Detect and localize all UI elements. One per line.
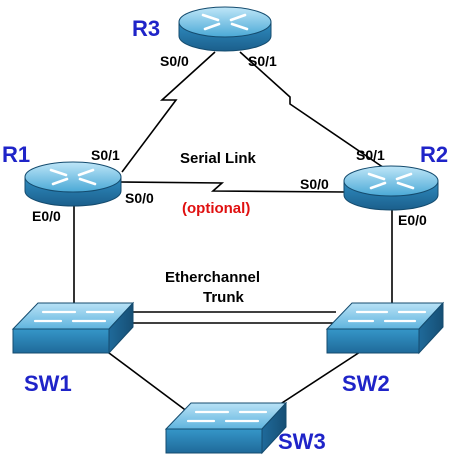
- device-label-r1: R1: [2, 142, 30, 167]
- switch-icon: [325, 301, 445, 355]
- switch-sw2[interactable]: [325, 301, 445, 355]
- serial-link-r1-r3: [121, 51, 216, 173]
- device-label-sw3: SW3: [278, 429, 326, 454]
- port-label-r2-e0-0: E0/0: [398, 212, 427, 228]
- switch-icon: [11, 301, 135, 355]
- router-r3[interactable]: [178, 6, 272, 52]
- switch-icon: [164, 401, 288, 455]
- port-label-r1-s0-0: S0/0: [125, 190, 154, 206]
- port-label-r1-s0-1: S0/1: [91, 147, 120, 163]
- port-label-r2-s0-0: S0/0: [300, 176, 329, 192]
- router-icon: [343, 165, 439, 211]
- device-label-sw1: SW1: [24, 371, 72, 396]
- device-label-sw2: SW2: [342, 371, 390, 396]
- router-r1[interactable]: [24, 161, 122, 207]
- device-label-r2: R2: [420, 142, 448, 167]
- switch-sw1[interactable]: [11, 301, 135, 355]
- serial-link-r1-r2-optional: [119, 181, 346, 193]
- router-icon: [178, 6, 272, 52]
- etherchannel-label: Etherchannel: [165, 269, 260, 286]
- serial-link-label: Serial Link: [180, 150, 257, 167]
- serial-link-r2-r3: [239, 51, 391, 173]
- router-icon: [24, 161, 122, 207]
- switch-sw3[interactable]: [164, 401, 288, 455]
- port-label-r2-s0-1: S0/1: [356, 147, 385, 163]
- device-label-r3: R3: [132, 16, 160, 41]
- port-label-r1-e0-0: E0/0: [32, 208, 61, 224]
- trunk-label: Trunk: [203, 289, 244, 306]
- port-label-r3-s0-1: S0/1: [248, 53, 277, 69]
- router-r2[interactable]: [343, 165, 439, 211]
- link-sw1-sw3: [104, 349, 189, 413]
- optional-label: (optional): [182, 200, 250, 217]
- port-label-r3-s0-0: S0/0: [160, 53, 189, 69]
